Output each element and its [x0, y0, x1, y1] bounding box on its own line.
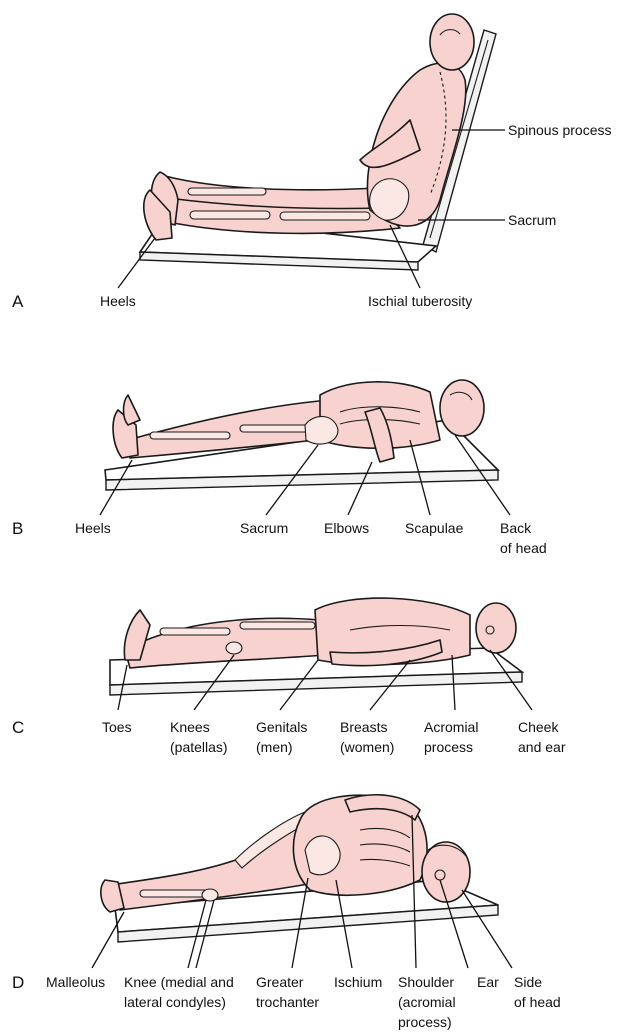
panel-a-illustration [140, 14, 496, 270]
panel-letter-d: D [12, 973, 24, 992]
label-knee-line1: Knee (medial and [124, 974, 234, 990]
label-ear: Ear [477, 974, 499, 990]
label-heels-b: Heels [75, 520, 111, 536]
label-acromial-line2: process [424, 739, 473, 755]
label-scapulae: Scapulae [405, 520, 464, 536]
label-malleolus: Malleolus [46, 974, 105, 990]
label-genitals-line1: Genitals [256, 719, 307, 735]
label-genitals-line2: (men) [256, 739, 293, 755]
label-knees-line1: Knees [170, 719, 210, 735]
label-toes: Toes [102, 719, 132, 735]
panel-c-labels: C Toes Knees (patellas) Genitals (men) B… [12, 718, 566, 755]
panel-letter-a: A [12, 292, 24, 311]
label-back-of-head-line2: of head [500, 540, 547, 556]
panel-letter-b: B [12, 519, 23, 538]
label-acromial-line1: Acromial [424, 719, 478, 735]
label-heels-a: Heels [100, 293, 136, 309]
label-cheek-line2: and ear [518, 739, 566, 755]
label-sacrum-a: Sacrum [508, 212, 556, 228]
label-cheek-line1: Cheek [518, 719, 559, 735]
label-spinous-process: Spinous process [508, 122, 612, 138]
label-ischial-tuberosity: Ischial tuberosity [368, 293, 472, 309]
label-shoulder-line2: (acromial [398, 994, 456, 1010]
label-trochanter-line1: Greater [256, 974, 304, 990]
label-shoulder-line1: Shoulder [398, 974, 454, 990]
label-elbows: Elbows [324, 520, 369, 536]
label-side-of-head-line1: Side [514, 974, 542, 990]
panel-d-illustration [101, 795, 498, 942]
label-shoulder-line3: process) [398, 1014, 452, 1030]
label-knees-line2: (patellas) [170, 739, 228, 755]
label-knee-line2: lateral condyles) [124, 994, 226, 1010]
panel-letter-c: C [12, 718, 24, 737]
label-side-of-head-line2: of head [514, 994, 561, 1010]
label-breasts-line1: Breasts [340, 719, 387, 735]
label-breasts-line2: (women) [340, 739, 394, 755]
label-trochanter-line2: trochanter [256, 994, 319, 1010]
panel-b-labels: B Heels Sacrum Elbows Scapulae Back of h… [12, 519, 547, 556]
label-back-of-head-line1: Back [500, 520, 532, 536]
label-ischium: Ischium [334, 974, 382, 990]
panel-c-illustration [110, 598, 522, 695]
label-sacrum-b: Sacrum [240, 520, 288, 536]
panel-b-illustration [105, 380, 498, 490]
panel-d-labels: D Malleolus Knee (medial and lateral con… [12, 973, 561, 1030]
leader-heels-a [118, 238, 155, 288]
